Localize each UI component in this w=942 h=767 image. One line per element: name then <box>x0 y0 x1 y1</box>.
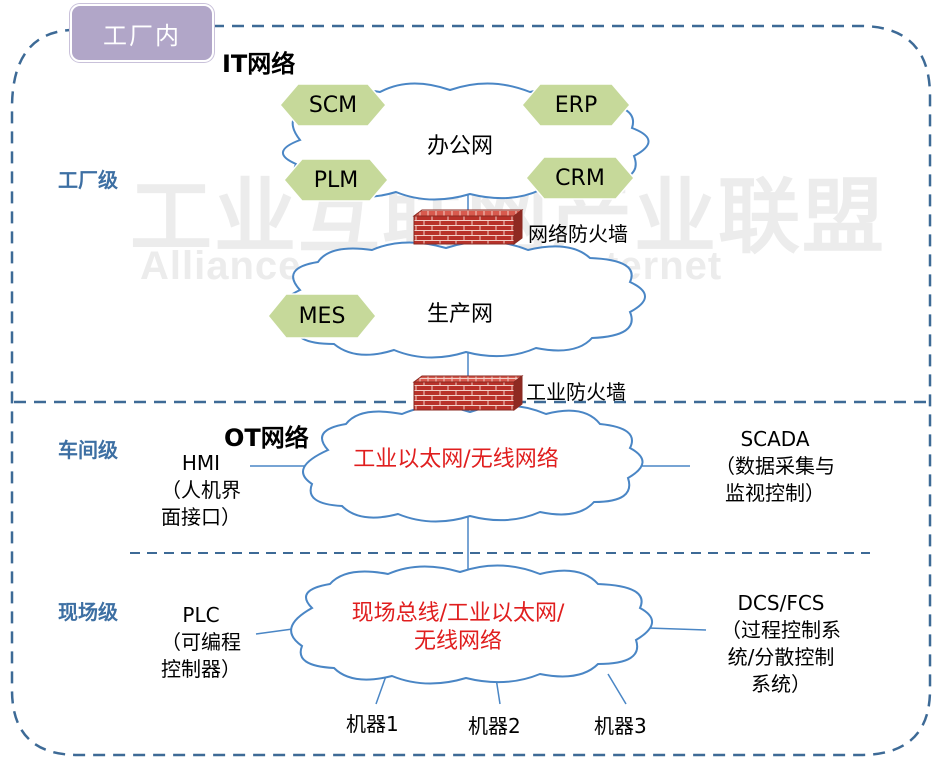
industrial-firewall-label: 工业防火墙 <box>526 380 626 404</box>
industrial-firewall-icon <box>412 375 524 411</box>
level-factory: 工厂级 <box>58 168 118 192</box>
erp-label: ERP <box>554 92 598 118</box>
machine-2-label: 机器2 <box>468 714 521 738</box>
cloud-production <box>281 240 646 359</box>
production-network-label: 生产网 <box>426 302 493 327</box>
office-network-label: 办公网 <box>426 134 493 159</box>
level-workshop: 车间级 <box>58 438 118 462</box>
machine-1-label: 机器1 <box>346 712 399 736</box>
fieldbus-label: 现场总线/工业以太网/无线网络 <box>351 601 565 654</box>
mes-hexagon <box>267 293 377 339</box>
scm-label: SCM <box>308 92 358 118</box>
network-firewall-icon <box>412 209 524 245</box>
dcs-fcs-label: DCS/FCS （过程控制系 统/分散控制 系统） <box>721 591 841 696</box>
factory-label: 工厂内 <box>70 4 214 62</box>
ot-network-heading: OT网络 <box>224 424 309 452</box>
plm-hexagon <box>283 158 389 202</box>
cloud-fieldbus <box>290 564 653 685</box>
scm-hexagon <box>279 83 387 127</box>
level-field: 现场级 <box>58 600 118 624</box>
network-firewall-label: 网络防火墙 <box>528 222 628 246</box>
plm-label: PLM <box>313 167 359 193</box>
it-network-heading: IT网络 <box>222 50 296 78</box>
factory-boundary <box>10 24 932 757</box>
industrial-ethernet-label: 工业以太网/无线网络 <box>353 447 559 472</box>
erp-hexagon <box>521 83 631 127</box>
crm-label: CRM <box>555 165 605 191</box>
machine-3-label: 机器3 <box>594 714 647 738</box>
hmi-label: HMI （人机界 面接口） <box>161 451 241 529</box>
plc-label: PLC （可编程 控制器） <box>161 603 241 681</box>
crm-hexagon <box>525 156 635 200</box>
scada-label: SCADA （数据采集与 监视控制） <box>715 427 835 505</box>
mes-label: MES <box>298 303 346 329</box>
